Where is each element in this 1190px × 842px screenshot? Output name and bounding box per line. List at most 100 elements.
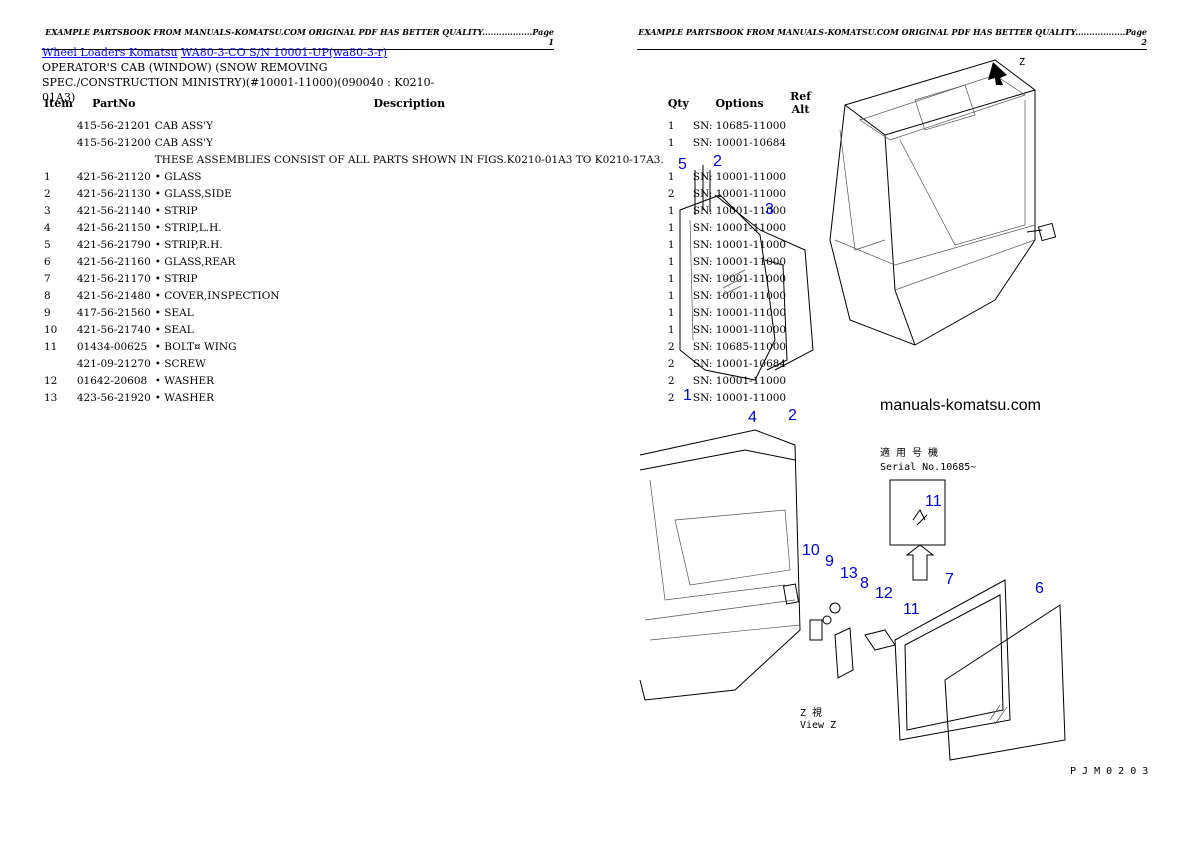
view-label: View Z [800, 720, 836, 731]
cell-qty: 2 [667, 358, 675, 370]
column-header-description: Description [373, 96, 446, 110]
serial-note-jp: 適 用 号 機 [880, 446, 938, 459]
cell-item [42, 120, 75, 137]
view-marker: Z [1019, 57, 1025, 68]
cell-options: SN: 10001-11000 [692, 290, 787, 302]
callout-13: 13 [840, 565, 858, 582]
cell-options: SN: 10001-11000 [692, 256, 787, 268]
parts-diagram: Z [639, 57, 1148, 777]
cell-qty: 1 [667, 120, 675, 132]
cell-partno: 421-56-21160 [76, 256, 151, 268]
cell-qty: 1 [667, 256, 675, 268]
cell-item [42, 358, 75, 375]
cell-description: • GLASS [154, 171, 202, 183]
view-label-jp: Z 視 [800, 706, 822, 719]
cell-description: THESE ASSEMBLIES CONSIST OF ALL PARTS SH… [154, 154, 664, 166]
cell-description: • STRIP [154, 205, 198, 217]
callout-8: 8 [860, 575, 869, 592]
cell-options: SN: 10001-11000 [692, 273, 787, 285]
cell-options: SN: 10001-10684 [692, 137, 787, 149]
inspection-cover-drawing [809, 479, 946, 679]
callout-3: 3 [765, 201, 774, 218]
cell-item: 13 [44, 392, 58, 404]
breadcrumb: Wheel Loaders Komatsu WA80-3-CO S/N 1000… [42, 46, 387, 59]
cell-item: 7 [44, 273, 51, 285]
cell-description: • COVER,INSPECTION [154, 290, 280, 302]
breadcrumb-link-wheel-loaders[interactable]: Wheel Loaders Komatsu [42, 46, 178, 59]
cell-description: • SEAL [154, 307, 194, 319]
figure-code: P J M 0 2 0 3 [1070, 766, 1148, 777]
cell-partno: 421-56-21120 [76, 171, 151, 183]
cell-qty: 1 [667, 222, 675, 234]
cell-qty: 1 [667, 307, 675, 319]
cell-description: • GLASS,REAR [154, 256, 236, 268]
column-header-qty: Qty [667, 96, 689, 110]
windshield-drawing [679, 165, 814, 381]
cell-options: SN: 10001-11000 [692, 375, 787, 387]
watermark: manuals-komatsu.com [880, 397, 1041, 414]
cell-partno: 421-09-21270 [76, 358, 151, 370]
callout-4: 4 [748, 409, 757, 426]
callout-6: 6 [1035, 580, 1044, 597]
cell-item [42, 154, 75, 171]
callout-12: 12 [875, 585, 893, 602]
column-header-partno: PartNo [92, 96, 136, 110]
cell-description: • GLASS,SIDE [154, 188, 232, 200]
cell-qty: 1 [667, 205, 675, 217]
column-header-item: Item [44, 96, 73, 110]
rear-glass-drawing [894, 579, 1066, 761]
column-header-refalt: Ref Alt [790, 90, 811, 116]
cell-partno: 421-56-21130 [76, 188, 151, 200]
cell-item: 6 [44, 256, 51, 268]
cell-item: 9 [44, 307, 51, 319]
callout-9: 9 [825, 553, 834, 570]
cell-partno [75, 154, 153, 171]
callout-11b: 11 [903, 601, 920, 618]
cell-item: 10 [44, 324, 58, 336]
cell-qty: 1 [667, 290, 675, 302]
cell-qty: 1 [667, 239, 675, 251]
page-header: EXAMPLE PARTSBOOK FROM MANUALS-KOMATSU.C… [42, 27, 554, 50]
cell-description: CAB ASS'Y [154, 137, 214, 149]
cell-partno: 415-56-21200 [76, 137, 151, 149]
cell-qty: 2 [667, 188, 675, 200]
breadcrumb-link-model[interactable]: WA80-3-CO S/N 10001-UP(wa80-3-r) [181, 46, 388, 59]
cell-item: 2 [44, 188, 51, 200]
cell-description: • STRIP [154, 273, 198, 285]
view-arrow-icon [988, 62, 1007, 85]
cell-options: SN: 10001-11000 [692, 188, 787, 200]
callout-10: 10 [802, 542, 820, 559]
cell-partno: 415-56-21201 [76, 120, 151, 132]
callout-2b: 2 [788, 407, 797, 424]
cell-qty: 1 [667, 137, 675, 149]
cell-options: SN: 10001-11000 [692, 171, 787, 183]
page-title: OPERATOR'S CAB (WINDOW) (SNOW REMOVING S… [42, 61, 435, 104]
serial-note: Serial No.10685~ [880, 462, 976, 473]
parts-table: Item PartNo Description Qty Options Ref … [42, 90, 813, 409]
cell-item: 4 [44, 222, 51, 234]
cell-description: • WASHER [154, 392, 215, 404]
cab-lower-drawing [639, 429, 801, 701]
cell-description: • BOLT¤ WING [154, 341, 237, 353]
table-header-row: Item PartNo Description Qty Options Ref … [42, 90, 813, 120]
cell-description: • STRIP,R.H. [154, 239, 223, 251]
cab-upper-drawing: Z [829, 57, 1057, 346]
cell-qty: 2 [667, 341, 675, 353]
cell-partno: 01642-20608 [76, 375, 148, 387]
cell-partno: 421-56-21480 [76, 290, 151, 302]
callout-11: 11 [925, 493, 942, 510]
callout-7: 7 [945, 571, 954, 588]
cell-description: • WASHER [154, 375, 215, 387]
cell-description: • SCREW [154, 358, 206, 370]
cell-partno: 421-56-21140 [76, 205, 151, 217]
cell-options: SN: 10685-11000 [692, 120, 787, 132]
